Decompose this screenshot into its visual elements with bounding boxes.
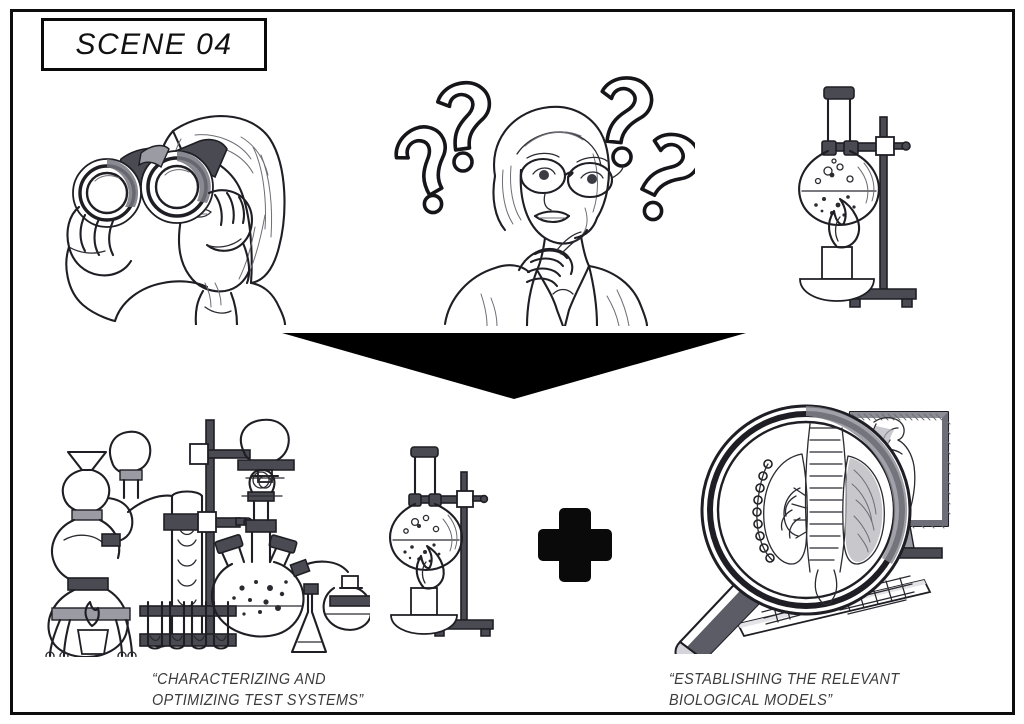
question-mark-icon <box>640 132 695 222</box>
down-arrow-icon <box>280 331 748 401</box>
question-mark-icon <box>600 76 654 168</box>
woman-with-binoculars-illustration <box>55 95 305 325</box>
plus-sign-icon <box>535 505 615 585</box>
magnifier-monitor-illustration <box>662 392 982 654</box>
caption-biological-models: “ESTABLISHING THE RELEVANT BIOLOGICAL MO… <box>669 671 900 709</box>
flask-burner-stand-illustration <box>788 75 928 315</box>
caption-test-systems: “CHARACTERIZING AND OPTIMIZING TEST SYST… <box>152 671 364 709</box>
question-mark-icon <box>435 80 492 173</box>
scene-title-box: SCENE 04 <box>41 18 267 71</box>
thinking-woman-illustration <box>385 58 695 326</box>
lab-apparatus-illustration <box>30 412 370 657</box>
question-mark-icon <box>394 125 447 215</box>
flask-burner-stand-illustration-2 <box>383 440 503 645</box>
page-title: SCENE 04 <box>75 27 233 61</box>
